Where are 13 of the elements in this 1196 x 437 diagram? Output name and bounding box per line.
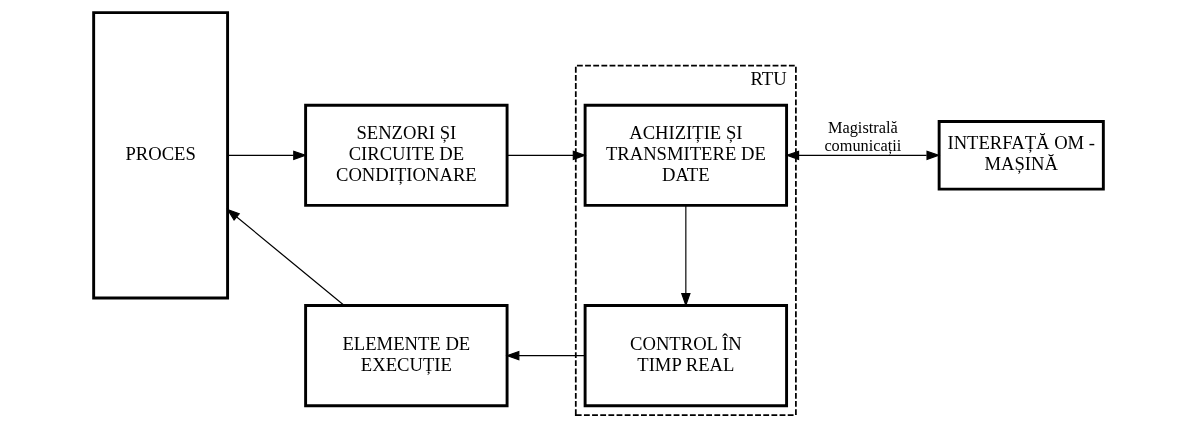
- node-box: INTERFAȚĂ OM - MAȘINĂ: [937, 120, 1105, 191]
- arrow: [680, 205, 691, 307]
- node-box: CONTROL ÎN TIMP REAL: [583, 304, 788, 408]
- node-box: ACHIZIȚIE ȘI TRANSMITERE DE DATE: [583, 103, 788, 207]
- arrow: [506, 150, 587, 161]
- node-box: ELEMENTE DE EXECUȚIE: [303, 304, 509, 408]
- arrow: [504, 350, 586, 361]
- edge-label: Magistrală comunicații: [823, 118, 901, 155]
- arrow: [226, 150, 307, 161]
- node-box: SENZORI ȘI CIRCUITE DE CONDIȚIONARE: [303, 103, 509, 207]
- arrow: [225, 208, 345, 307]
- node-box: PROCES: [91, 11, 229, 300]
- arrow: [784, 150, 940, 161]
